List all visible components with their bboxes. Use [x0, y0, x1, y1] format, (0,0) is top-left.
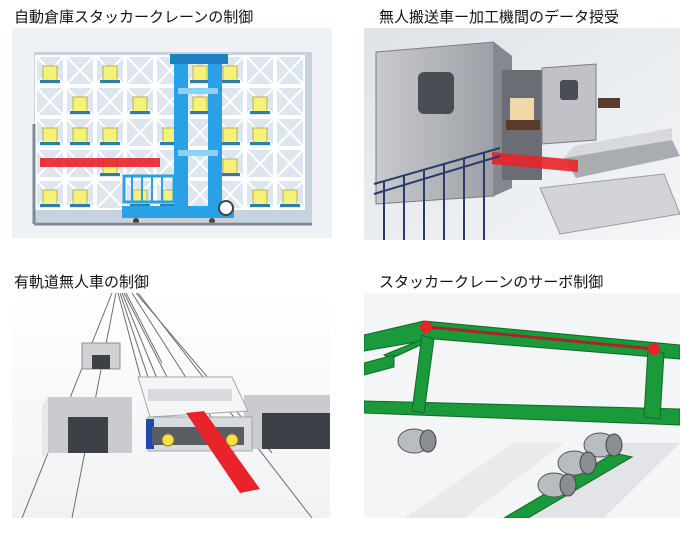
stored-box: [222, 158, 238, 175]
laser-beam: [40, 158, 160, 167]
stored-box: [102, 127, 118, 144]
crane-mast: [174, 56, 188, 218]
safety-fence: [373, 147, 501, 240]
box-pallet: [250, 204, 270, 207]
rack-brace: [245, 148, 275, 179]
machine-window: [418, 72, 454, 114]
box-pallet: [130, 111, 150, 114]
box-pallet: [190, 80, 210, 83]
caption-warehouse-crane: 自動倉庫スタッカークレーンの制御: [14, 8, 254, 26]
rack-brace: [35, 86, 65, 117]
stored-box: [42, 127, 58, 144]
rack-brace: [275, 86, 305, 117]
stored-box: [72, 96, 88, 113]
box-pallet: [130, 204, 150, 207]
stored-box: [252, 127, 268, 144]
rack-brace: [275, 55, 305, 86]
box-pallet: [220, 142, 240, 145]
box-pallet: [220, 80, 240, 83]
rack-brace: [65, 55, 95, 86]
rack-brace: [275, 148, 305, 179]
rack-brace: [125, 117, 155, 148]
box-pallet: [40, 142, 60, 145]
rail-guided-vehicle-illustration: [12, 293, 330, 518]
laser-beam: [186, 411, 260, 493]
box-pallet: [70, 111, 90, 114]
stacker-crane-servo-illustration: [364, 293, 680, 518]
box-pallet: [100, 80, 120, 83]
roller-coils: [397, 428, 623, 498]
stored-box: [132, 96, 148, 113]
stored-box: [72, 189, 88, 206]
rack-brace: [245, 55, 275, 86]
rack-brace: [125, 55, 155, 86]
stored-box: [252, 96, 268, 113]
rack-brace: [275, 117, 305, 148]
box-pallet: [100, 142, 120, 145]
stored-box: [222, 65, 238, 82]
stored-box: [102, 65, 118, 82]
crane-wheel: [218, 200, 234, 216]
vehicle-light: [161, 433, 175, 447]
stored-box: [222, 127, 238, 144]
stored-box: [42, 189, 58, 206]
stored-box: [192, 96, 208, 113]
crane-carriage: [122, 174, 176, 204]
box-pallet: [40, 80, 60, 83]
caption-crane-servo: スタッカークレーンのサーボ制御: [379, 273, 604, 291]
box-pallet: [70, 204, 90, 207]
stored-box: [192, 65, 208, 82]
stored-box: [42, 65, 58, 82]
stored-box: [282, 189, 298, 206]
servo-cable: [427, 325, 655, 351]
box-pallet: [160, 142, 180, 145]
laser-beam: [492, 152, 578, 172]
green-frame: [364, 320, 680, 426]
box-pallet: [280, 204, 300, 207]
rack-brace: [95, 179, 125, 210]
box-pallet: [100, 173, 120, 176]
caption-rail-guided-vehicle: 有軌道無人車の制御: [14, 273, 150, 291]
box-pallet: [250, 142, 270, 145]
box-pallet: [70, 142, 90, 145]
box-pallet: [250, 111, 270, 114]
stacker-crane-warehouse-illustration: [12, 28, 332, 238]
stored-box: [72, 127, 88, 144]
box-pallet: [220, 173, 240, 176]
box-pallet: [160, 204, 180, 207]
caption-agv-data-transfer: 無人搬送車ー加工機間のデータ授受: [379, 8, 620, 26]
box-pallet: [190, 111, 210, 114]
rack-brace: [95, 86, 125, 117]
box-pallet: [40, 204, 60, 207]
agv-machine-data-transfer-illustration: [364, 28, 680, 240]
stored-box: [252, 189, 268, 206]
